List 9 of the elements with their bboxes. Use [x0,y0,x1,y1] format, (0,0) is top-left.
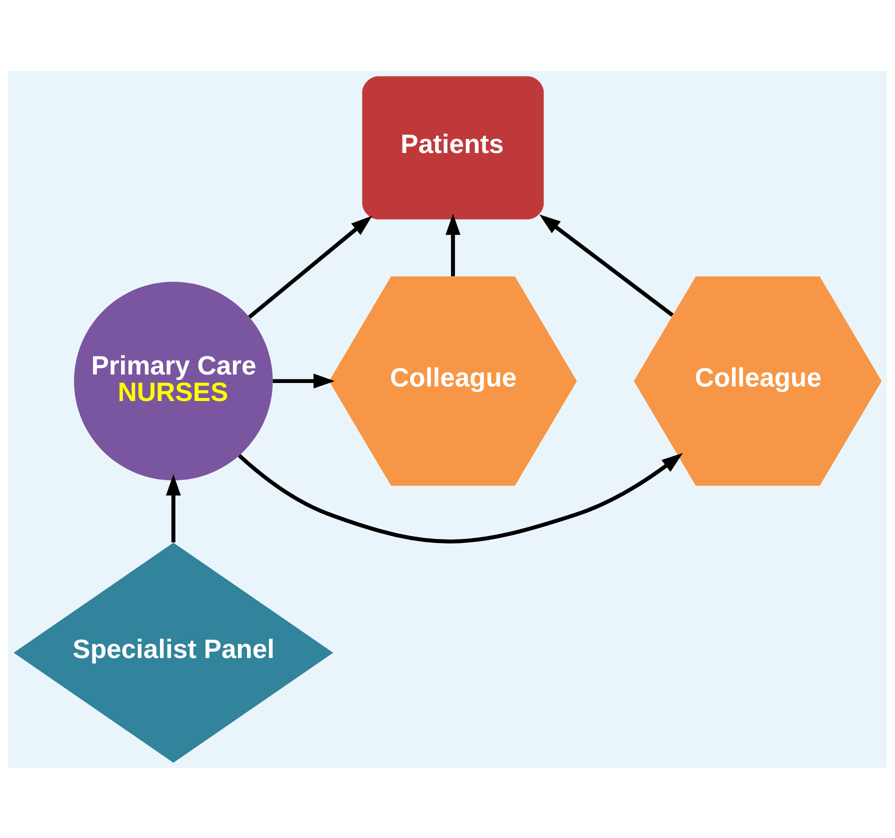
arrow [248,215,372,318]
arrow [166,474,181,542]
arrow [238,452,683,543]
arrow [539,214,674,316]
node-circle: Primary Care NURSES [74,281,273,480]
node-diamond: Specialist Panel [14,542,334,762]
node-box: Patients [362,76,544,219]
arrow [272,373,335,388]
arrow [446,213,460,276]
